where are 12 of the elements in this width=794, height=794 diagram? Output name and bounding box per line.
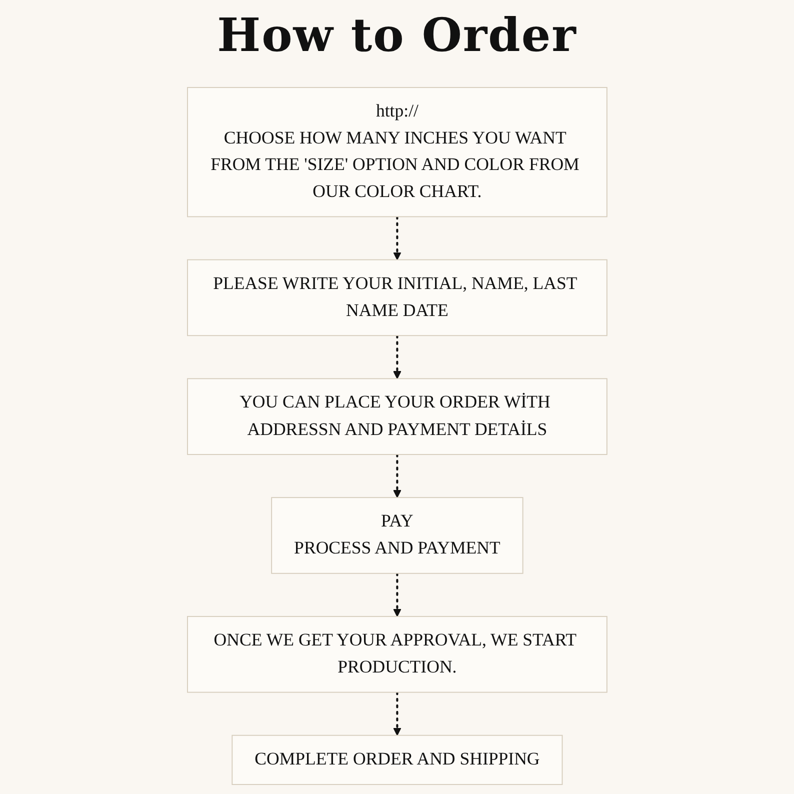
arrow <box>392 691 402 736</box>
arrow <box>392 572 402 617</box>
diagram-title: How to Order <box>217 8 577 62</box>
node-box: COMPLETE ORDER AND SHIPPING <box>232 734 562 785</box>
node-box: YOU CAN PLACE YOUR ORDER WİTH ADDRESSN AND PAYMENT DETAİLS <box>186 378 608 455</box>
node-box: http:// CHOOSE HOW MANY INCHES YOU WANT FROM THE 'SIZE' OPTION AND COLOR FROM OUR COLOR CHART. <box>186 87 608 218</box>
node-box: PLEASE WRITE YOUR INITIAL, NAME, LAST NAME DATE <box>186 259 608 336</box>
arrow <box>392 216 402 260</box>
arrow <box>392 334 402 380</box>
node-box: PAY PROCESS AND PAYMENT <box>270 497 524 574</box>
arrow <box>392 453 402 498</box>
node-box: ONCE WE GET YOUR APPROVAL, WE START PRODUCTION. <box>186 616 608 693</box>
